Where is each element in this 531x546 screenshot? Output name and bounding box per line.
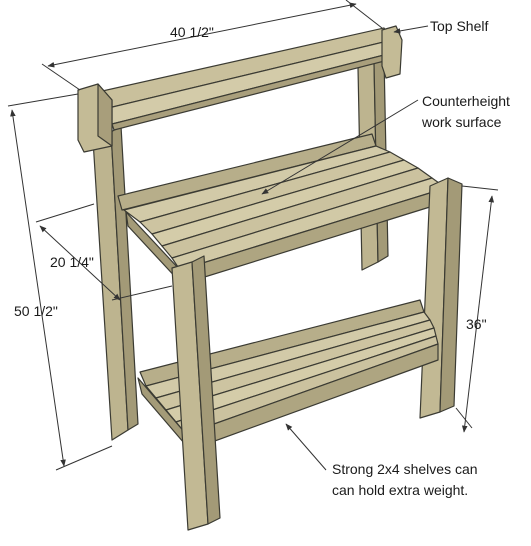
width-dimension-line: [47, 2, 357, 68]
depth-dimension-line: [39, 225, 121, 301]
bench-illustration: [77, 25, 463, 531]
depth-label: 20 1/4": [50, 254, 94, 270]
bottom-shelf-leader: [285, 423, 327, 471]
top-shelf-leader: [393, 25, 429, 34]
work-surface-leader: [261, 99, 419, 195]
dimension-labels: 40 1/2" 20 1/4" 50 1/2" 36": [14, 24, 487, 332]
total-height-label: 50 1/2": [14, 303, 58, 319]
front-left-post-side: [191, 255, 221, 525]
work-surface-callout-line-2: work surface: [421, 114, 502, 130]
callout-leaders: [261, 25, 429, 471]
top-shelf-left-cap-face: [97, 83, 113, 147]
front-right-post-side: [439, 177, 463, 413]
top-shelf-right-cap: [381, 25, 403, 79]
total-height-dimension-line: [10, 109, 66, 467]
work-height-label: 36": [466, 316, 487, 332]
callout-labels: Top Shelf Counterheight work surface Str…: [332, 18, 510, 498]
work-surface-callout-line-1: Counterheight: [422, 93, 510, 109]
work-height-dimension-line: [461, 195, 495, 433]
width-label: 40 1/2": [170, 24, 214, 40]
top-shelf-callout: Top Shelf: [430, 18, 488, 34]
bottom-shelf-callout-line-2: can hold extra weight.: [332, 482, 468, 498]
bottom-shelf-callout-line-1: Strong 2x4 shelves can: [332, 461, 478, 477]
dimension-lines: [7, 0, 499, 471]
